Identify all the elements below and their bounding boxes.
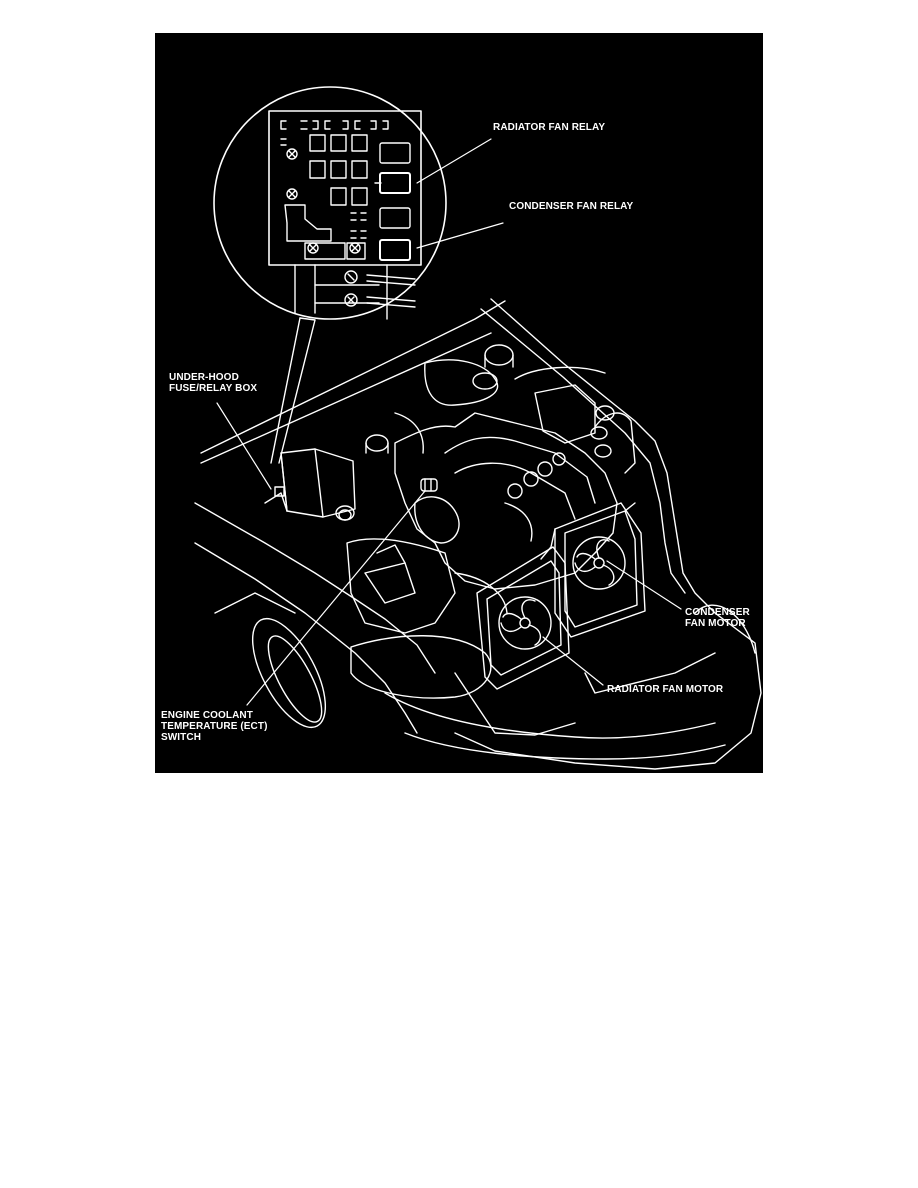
car-body-outline <box>194 298 762 770</box>
label-under-hood-fuse-relay-box: UNDER-HOOD FUSE/RELAY BOX <box>169 372 258 394</box>
radiator-fan-relay <box>379 172 411 194</box>
relay-slot-3 <box>379 207 411 229</box>
label-condenser-fan-motor: CONDENSER FAN MOTOR <box>685 607 750 629</box>
fuse-slots <box>280 120 389 146</box>
relay-slot-1 <box>379 142 411 164</box>
condenser-fan-relay <box>379 239 411 261</box>
label-ect-switch: ENGINE COOLANT TEMPERATURE (ECT) SWITCH <box>161 710 268 743</box>
engine-compartment-diagram: RADIATOR FAN RELAY CONDENSER FAN RELAY U… <box>155 33 763 773</box>
radiator-fan-relay-leader <box>416 138 492 184</box>
fuse-box-leader <box>216 402 272 490</box>
condenser-fan-relay-leader <box>416 222 504 249</box>
fuse-relay-box-inset <box>213 86 447 464</box>
condenser-fan-assembly <box>554 502 646 638</box>
radiator-fan-assembly <box>476 546 570 690</box>
diagram-drawing <box>194 86 762 770</box>
label-radiator-fan-relay: RADIATOR FAN RELAY <box>493 122 606 133</box>
fuse-box-part <box>274 486 285 497</box>
engine-assembly <box>264 344 636 634</box>
label-radiator-fan-motor: RADIATOR FAN MOTOR <box>607 684 724 695</box>
ect-switch-part <box>420 478 438 492</box>
ect-switch-leader <box>246 490 426 706</box>
radiator-fan-motor-leader <box>542 636 604 686</box>
condenser-fan-motor-leader <box>606 560 682 610</box>
label-condenser-fan-relay: CONDENSER FAN RELAY <box>509 201 634 212</box>
